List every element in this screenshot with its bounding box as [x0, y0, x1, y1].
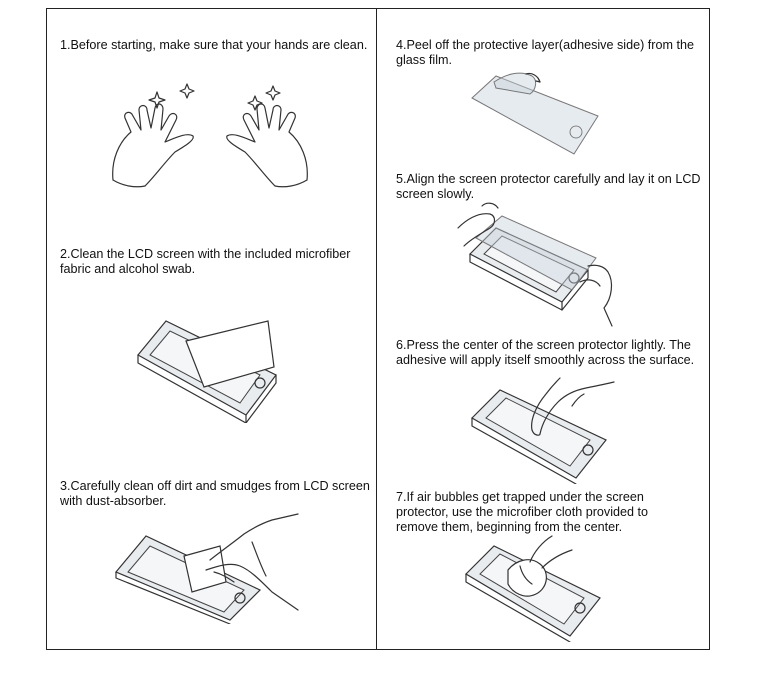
- step-2-text: 2.Clean the LCD screen with the included…: [60, 247, 351, 276]
- step-6-text: 6.Press the center of the screen protect…: [396, 338, 695, 367]
- step-3: 3.Carefully clean off dirt and smudges f…: [60, 479, 375, 509]
- align-protector-icon: [456, 198, 616, 333]
- step-5: 5.Align the screen protector carefully a…: [396, 172, 708, 202]
- step-7: 7.If air bubbles get trapped under the s…: [396, 490, 708, 535]
- step-3-text: 3.Carefully clean off dirt and smudges f…: [60, 479, 370, 508]
- step-2: 2.Clean the LCD screen with the included…: [60, 247, 375, 277]
- step-6: 6.Press the center of the screen protect…: [396, 338, 711, 368]
- step-5-text: 5.Align the screen protector carefully a…: [396, 172, 701, 201]
- step-7-text: 7.If air bubbles get trapped under the s…: [396, 490, 649, 534]
- clean-hands-icon: [105, 80, 315, 195]
- peel-film-icon: [466, 70, 606, 167]
- phone-with-cloth-icon: [128, 313, 288, 428]
- press-center-icon: [466, 372, 616, 489]
- step-4: 4.Peel off the protective layer(adhesive…: [396, 38, 708, 68]
- instruction-frame: [46, 8, 710, 650]
- column-divider: [376, 8, 377, 650]
- phone-dust-absorber-icon: [110, 512, 300, 629]
- step-4-text: 4.Peel off the protective layer(adhesive…: [396, 38, 694, 67]
- remove-bubbles-icon: [460, 534, 610, 647]
- step-1-text: 1.Before starting, make sure that your h…: [60, 38, 368, 52]
- step-1: 1.Before starting, make sure that your h…: [60, 38, 375, 53]
